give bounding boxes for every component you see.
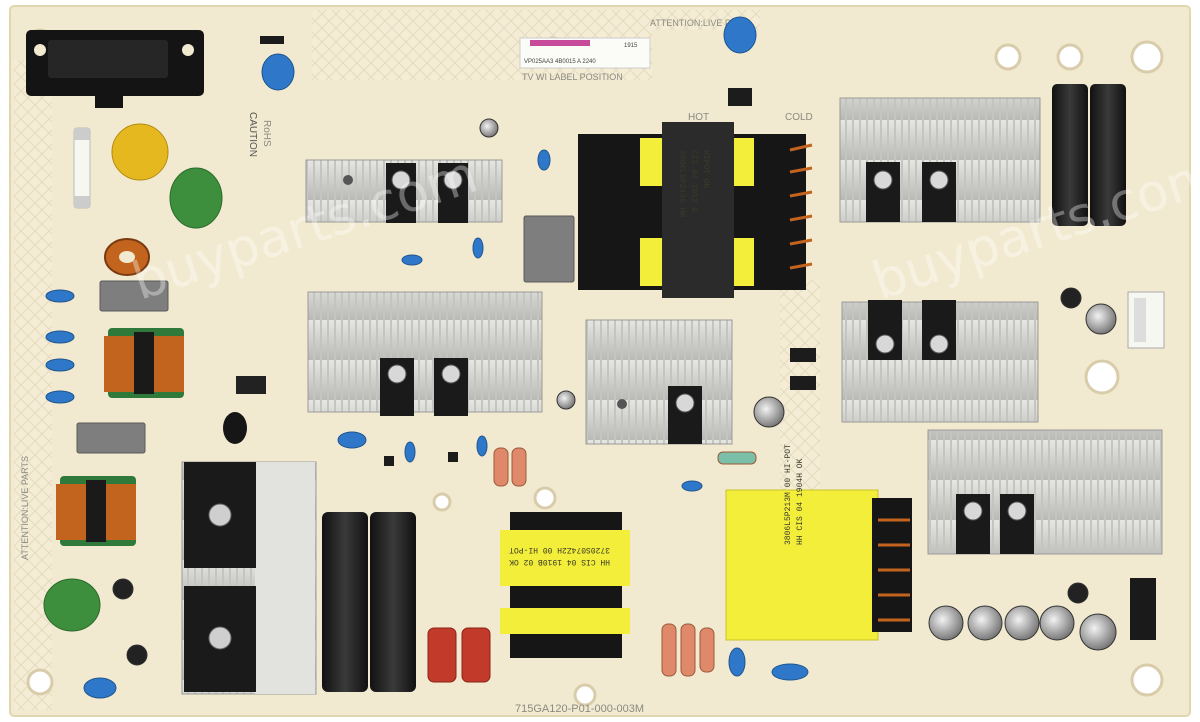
caution-label: CAUTION: [247, 112, 258, 157]
main-transformer: 3806L5P2446 HH CIS 04 1912 G HIPOT OK: [578, 122, 813, 298]
output-connector-white: [1127, 291, 1165, 349]
aux-xfmr-line-1: 3806L5P213M 00 HI-POT: [784, 444, 793, 545]
black-transistor-to92: [223, 412, 247, 444]
main-xfmr-line-2: CIS 04 1912 G: [689, 150, 698, 213]
common-mode-choke-bottom: [56, 476, 136, 546]
green-thermistor-bottom: [43, 578, 101, 632]
attention-top: ATTENTION:LIVE PA: [650, 18, 736, 28]
small-xfmr-line-2: HH CIS 04 1910B 02 OK: [509, 557, 610, 566]
main-xfmr-line-1: 3806L5P2446 HH: [677, 150, 686, 217]
resistors: [493, 447, 757, 677]
small-electrolytic-caps: [112, 118, 1117, 666]
bridge-rectifier-top: [184, 462, 256, 568]
bulk-capacitors: [322, 84, 1126, 692]
green-thermistor-top: [169, 167, 223, 229]
smd-ics: [260, 36, 816, 466]
label-position-text: TV WI LABEL POSITION: [522, 72, 623, 82]
rectifier-diode: [236, 376, 266, 394]
common-mode-choke-top: [104, 328, 184, 398]
standby-transformer: 3720S074Z2H 00 HI-POT HH CIS 04 1910B 02…: [500, 512, 630, 658]
small-xfmr-line-1: 3720S074Z2H 00 HI-POT: [509, 545, 610, 554]
hot-label: HOT: [688, 112, 709, 123]
cold-label: COLD: [785, 112, 813, 123]
attention-left: ATTENTION:LIVE PARTS: [20, 456, 30, 560]
toroid-inductor: [104, 238, 150, 276]
aux-xfmr-line-2: HH CIS 04 1904H OK: [796, 458, 805, 545]
serial-sticker: VP025AA3 4B0015 A 2240 1915: [519, 37, 651, 69]
ac-input-connector: [26, 30, 204, 108]
to220-transistors: [380, 162, 1034, 554]
aux-transformer-right: 3806L5P213M 00 HI-POT HH CIS 04 1904H OK: [725, 444, 912, 641]
output-connector-black: [1130, 578, 1156, 640]
rohs-label: RoHS: [261, 120, 272, 147]
bridge-rectifier-bottom: [184, 586, 256, 692]
grey-x-capacitors: [76, 215, 575, 454]
sticker-text: VP025AA3 4B0015 A 2240: [524, 59, 596, 65]
yellow-varistor: [111, 123, 169, 181]
heatsink-center: [585, 319, 733, 445]
board-model-text: 715GA120-P01-000-003M: [515, 703, 644, 715]
heatsink-mid-left: [307, 291, 543, 413]
sticker-top-right: 1915: [624, 43, 638, 49]
red-film-capacitors: [427, 627, 491, 683]
main-xfmr-line-3: HIPOT OK: [701, 150, 710, 189]
blue-ceramic-caps: [45, 16, 809, 699]
fuse: [73, 127, 91, 209]
